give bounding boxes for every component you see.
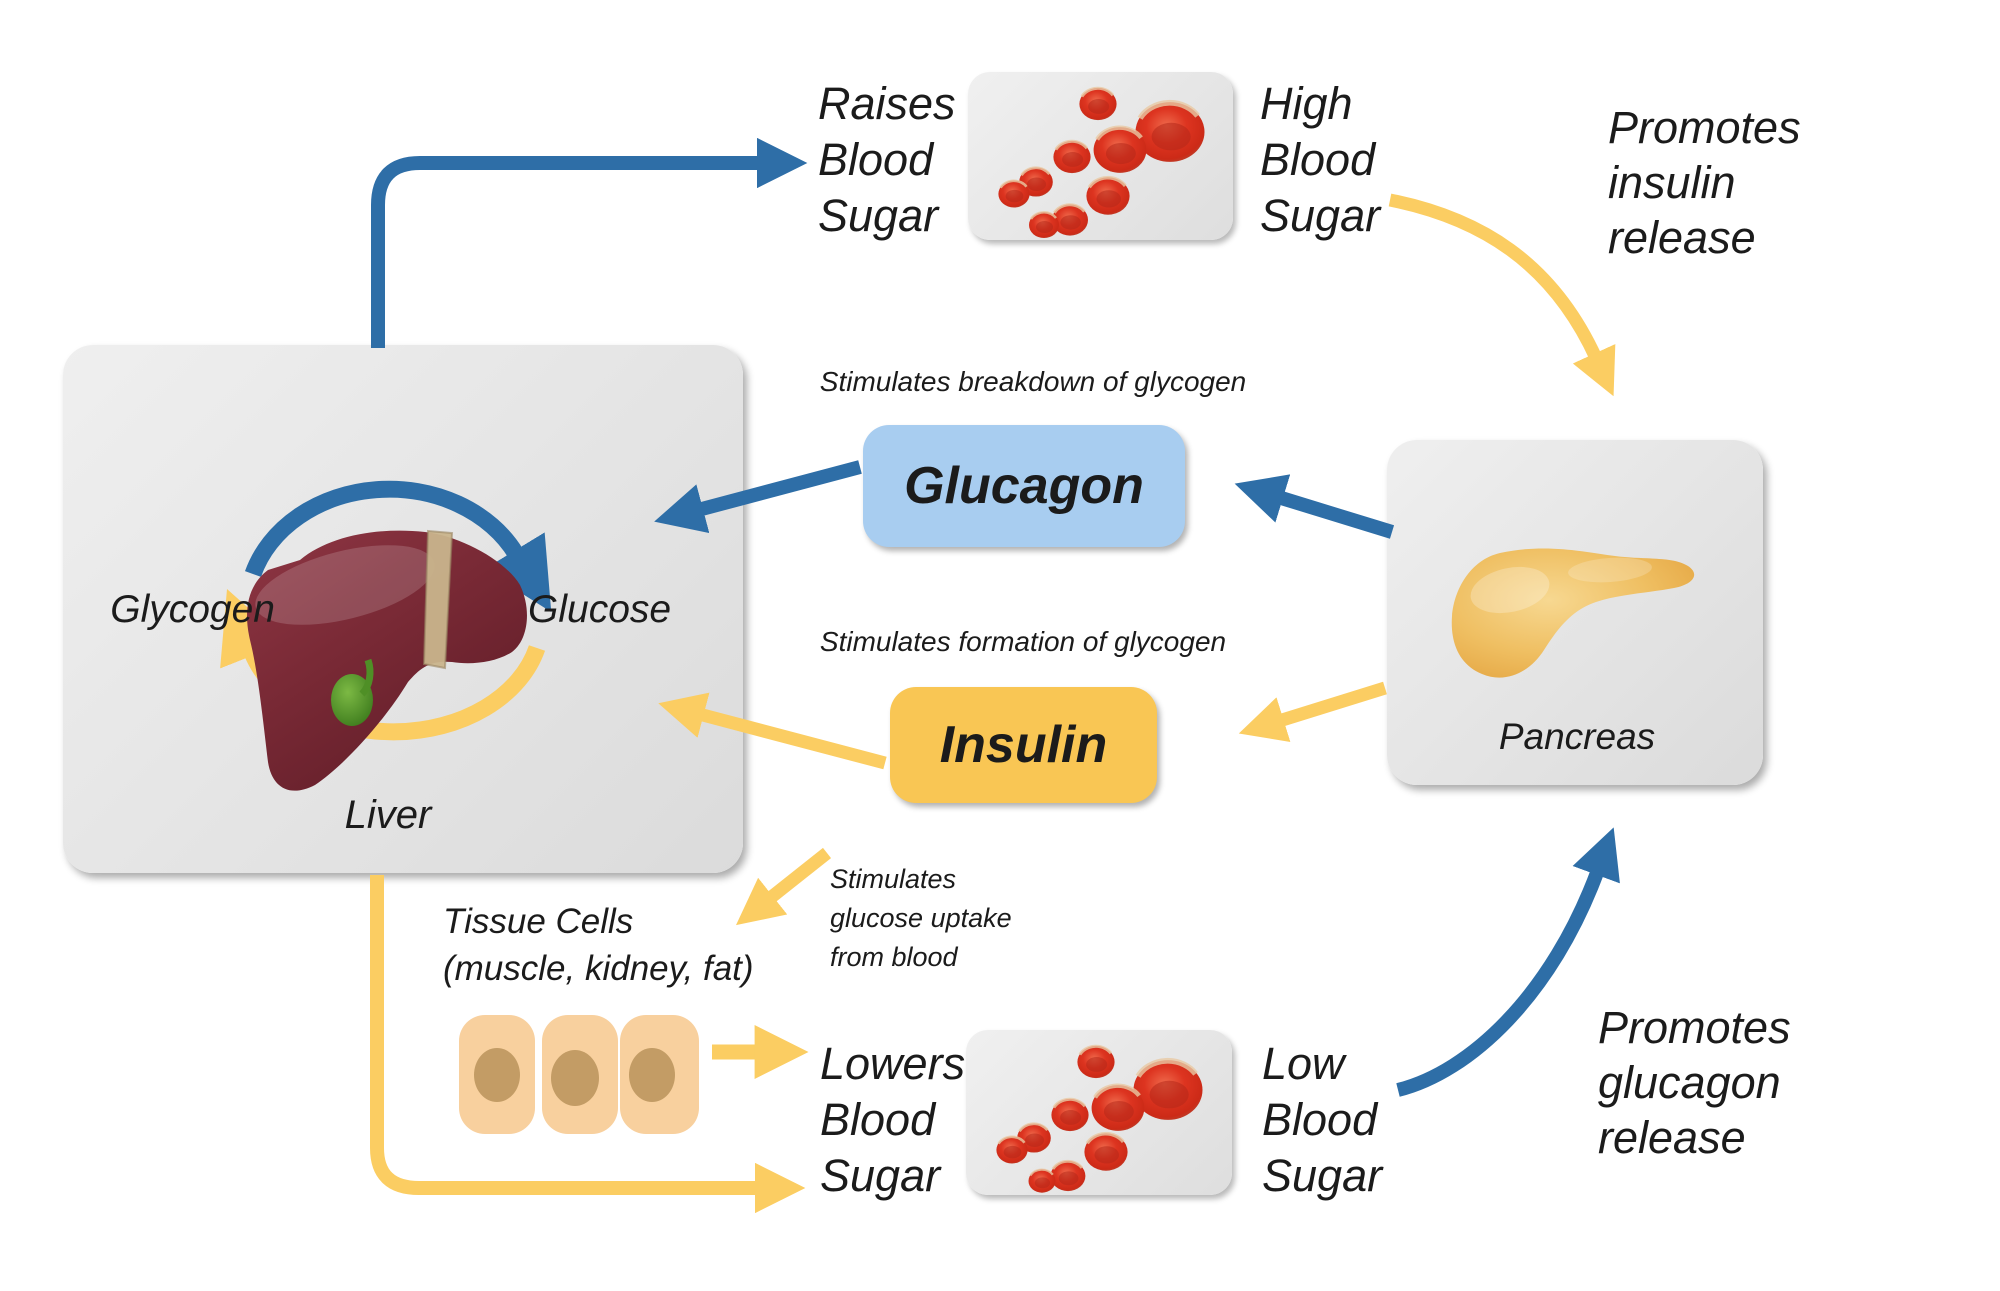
arrow-low-blood-sugar-to-pancreas [1396, 827, 1620, 1097]
arrow-liver-to-raises-blood-sugar [371, 137, 808, 348]
raises-blood-sugar-label: Raises Blood Sugar [818, 78, 956, 241]
pancreas-label: Pancreas [1498, 716, 1656, 757]
high-blood-sugar-image-box [968, 72, 1233, 240]
glucagon-label: Glucagon [904, 457, 1144, 515]
insulin-caption: Stimulates formation of glycogen [819, 626, 1227, 657]
arrow-high-blood-sugar-to-pancreas [1388, 193, 1616, 397]
tissue-cells-subtitle: (muscle, kidney, fat) [443, 949, 754, 988]
insulin-label: Insulin [939, 716, 1108, 774]
promotes-insulin-release-label: Promotes insulin release [1608, 102, 1801, 263]
low-blood-sugar-image-box [966, 1030, 1232, 1195]
insulin-box: Insulin [890, 687, 1157, 803]
glycogen-label: Glycogen [110, 588, 275, 631]
arrow-insulin-to-tissue-cells [735, 847, 832, 926]
glucagon-caption: Stimulates breakdown of glycogen [819, 366, 1247, 397]
tissue-cells-image [459, 1015, 699, 1134]
promotes-glucagon-release-label: Promotes glucagon release [1598, 1002, 1791, 1163]
low-blood-sugar-label: Low Blood Sugar [1262, 1038, 1383, 1201]
glucose-label: Glucose [528, 588, 672, 631]
tissue-cells-title: Tissue Cells (muscle, kidney, fat) [443, 902, 754, 988]
high-blood-sugar-label: High Blood Sugar [1260, 78, 1381, 241]
liver-label: Liver [344, 793, 432, 837]
arrow-pancreas-to-insulin [1238, 681, 1387, 742]
glucagon-box: Glucagon [863, 425, 1185, 547]
glucose-uptake-note: Stimulates glucose uptake from blood [830, 864, 1012, 972]
lowers-blood-sugar-label: Lowers Blood Sugar [820, 1038, 966, 1201]
arrow-pancreas-to-glucagon [1234, 474, 1395, 539]
